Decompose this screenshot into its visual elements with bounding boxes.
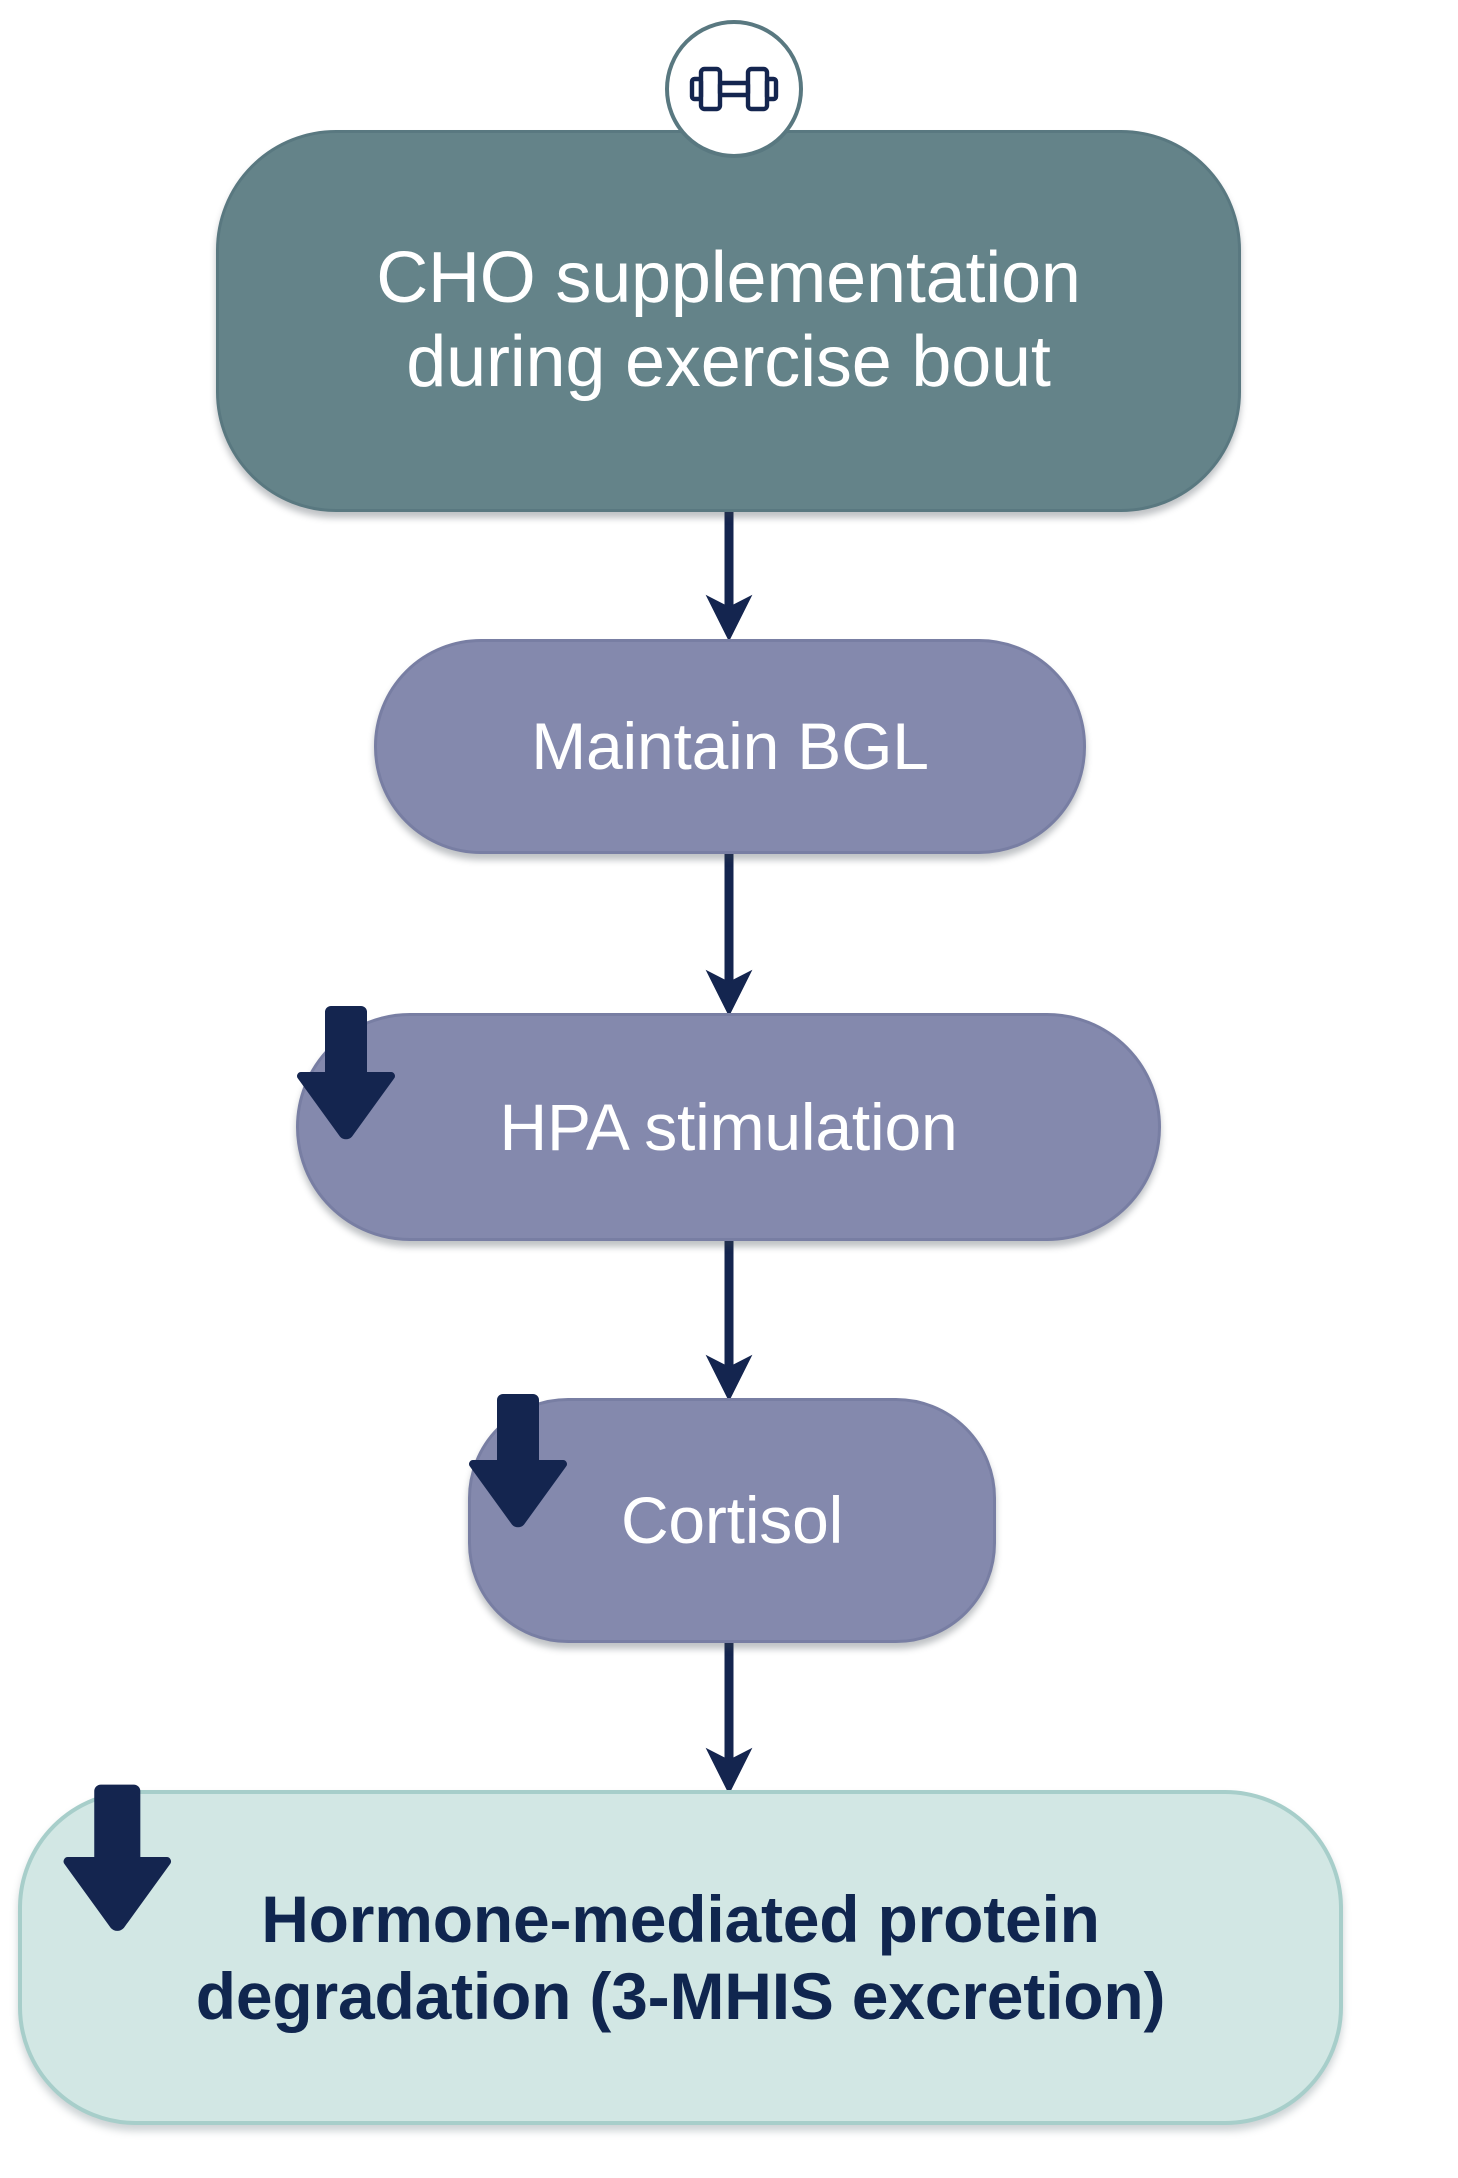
node-protein-degradation-label: Hormone-mediated protein degradation (3-… bbox=[195, 1881, 1166, 2033]
node-maintain-bgl-label: Maintain BGL bbox=[531, 709, 929, 784]
node-cortisol-label: Cortisol bbox=[620, 1483, 844, 1558]
node-maintain-bgl[interactable]: Maintain BGL bbox=[374, 639, 1086, 854]
decrease-arrow-icon-degradation bbox=[63, 1784, 172, 1931]
node-cortisol[interactable]: Cortisol bbox=[468, 1398, 996, 1643]
decrease-arrow-icon-hpa bbox=[297, 1006, 395, 1140]
node-protein-degradation[interactable]: Hormone-mediated protein degradation (3-… bbox=[18, 1790, 1343, 2125]
dumbbell-icon-badge bbox=[665, 20, 803, 158]
dumbbell-icon bbox=[689, 66, 779, 112]
decrease-arrow-icon-cortisol bbox=[469, 1394, 567, 1528]
node-hpa-stimulation[interactable]: HPA stimulation bbox=[296, 1013, 1161, 1241]
node-cho-supplementation-label: CHO supplementation during exercise bout bbox=[376, 238, 1081, 402]
node-cho-supplementation[interactable]: CHO supplementation during exercise bout bbox=[216, 130, 1241, 512]
node-hpa-stimulation-label: HPA stimulation bbox=[499, 1089, 958, 1164]
